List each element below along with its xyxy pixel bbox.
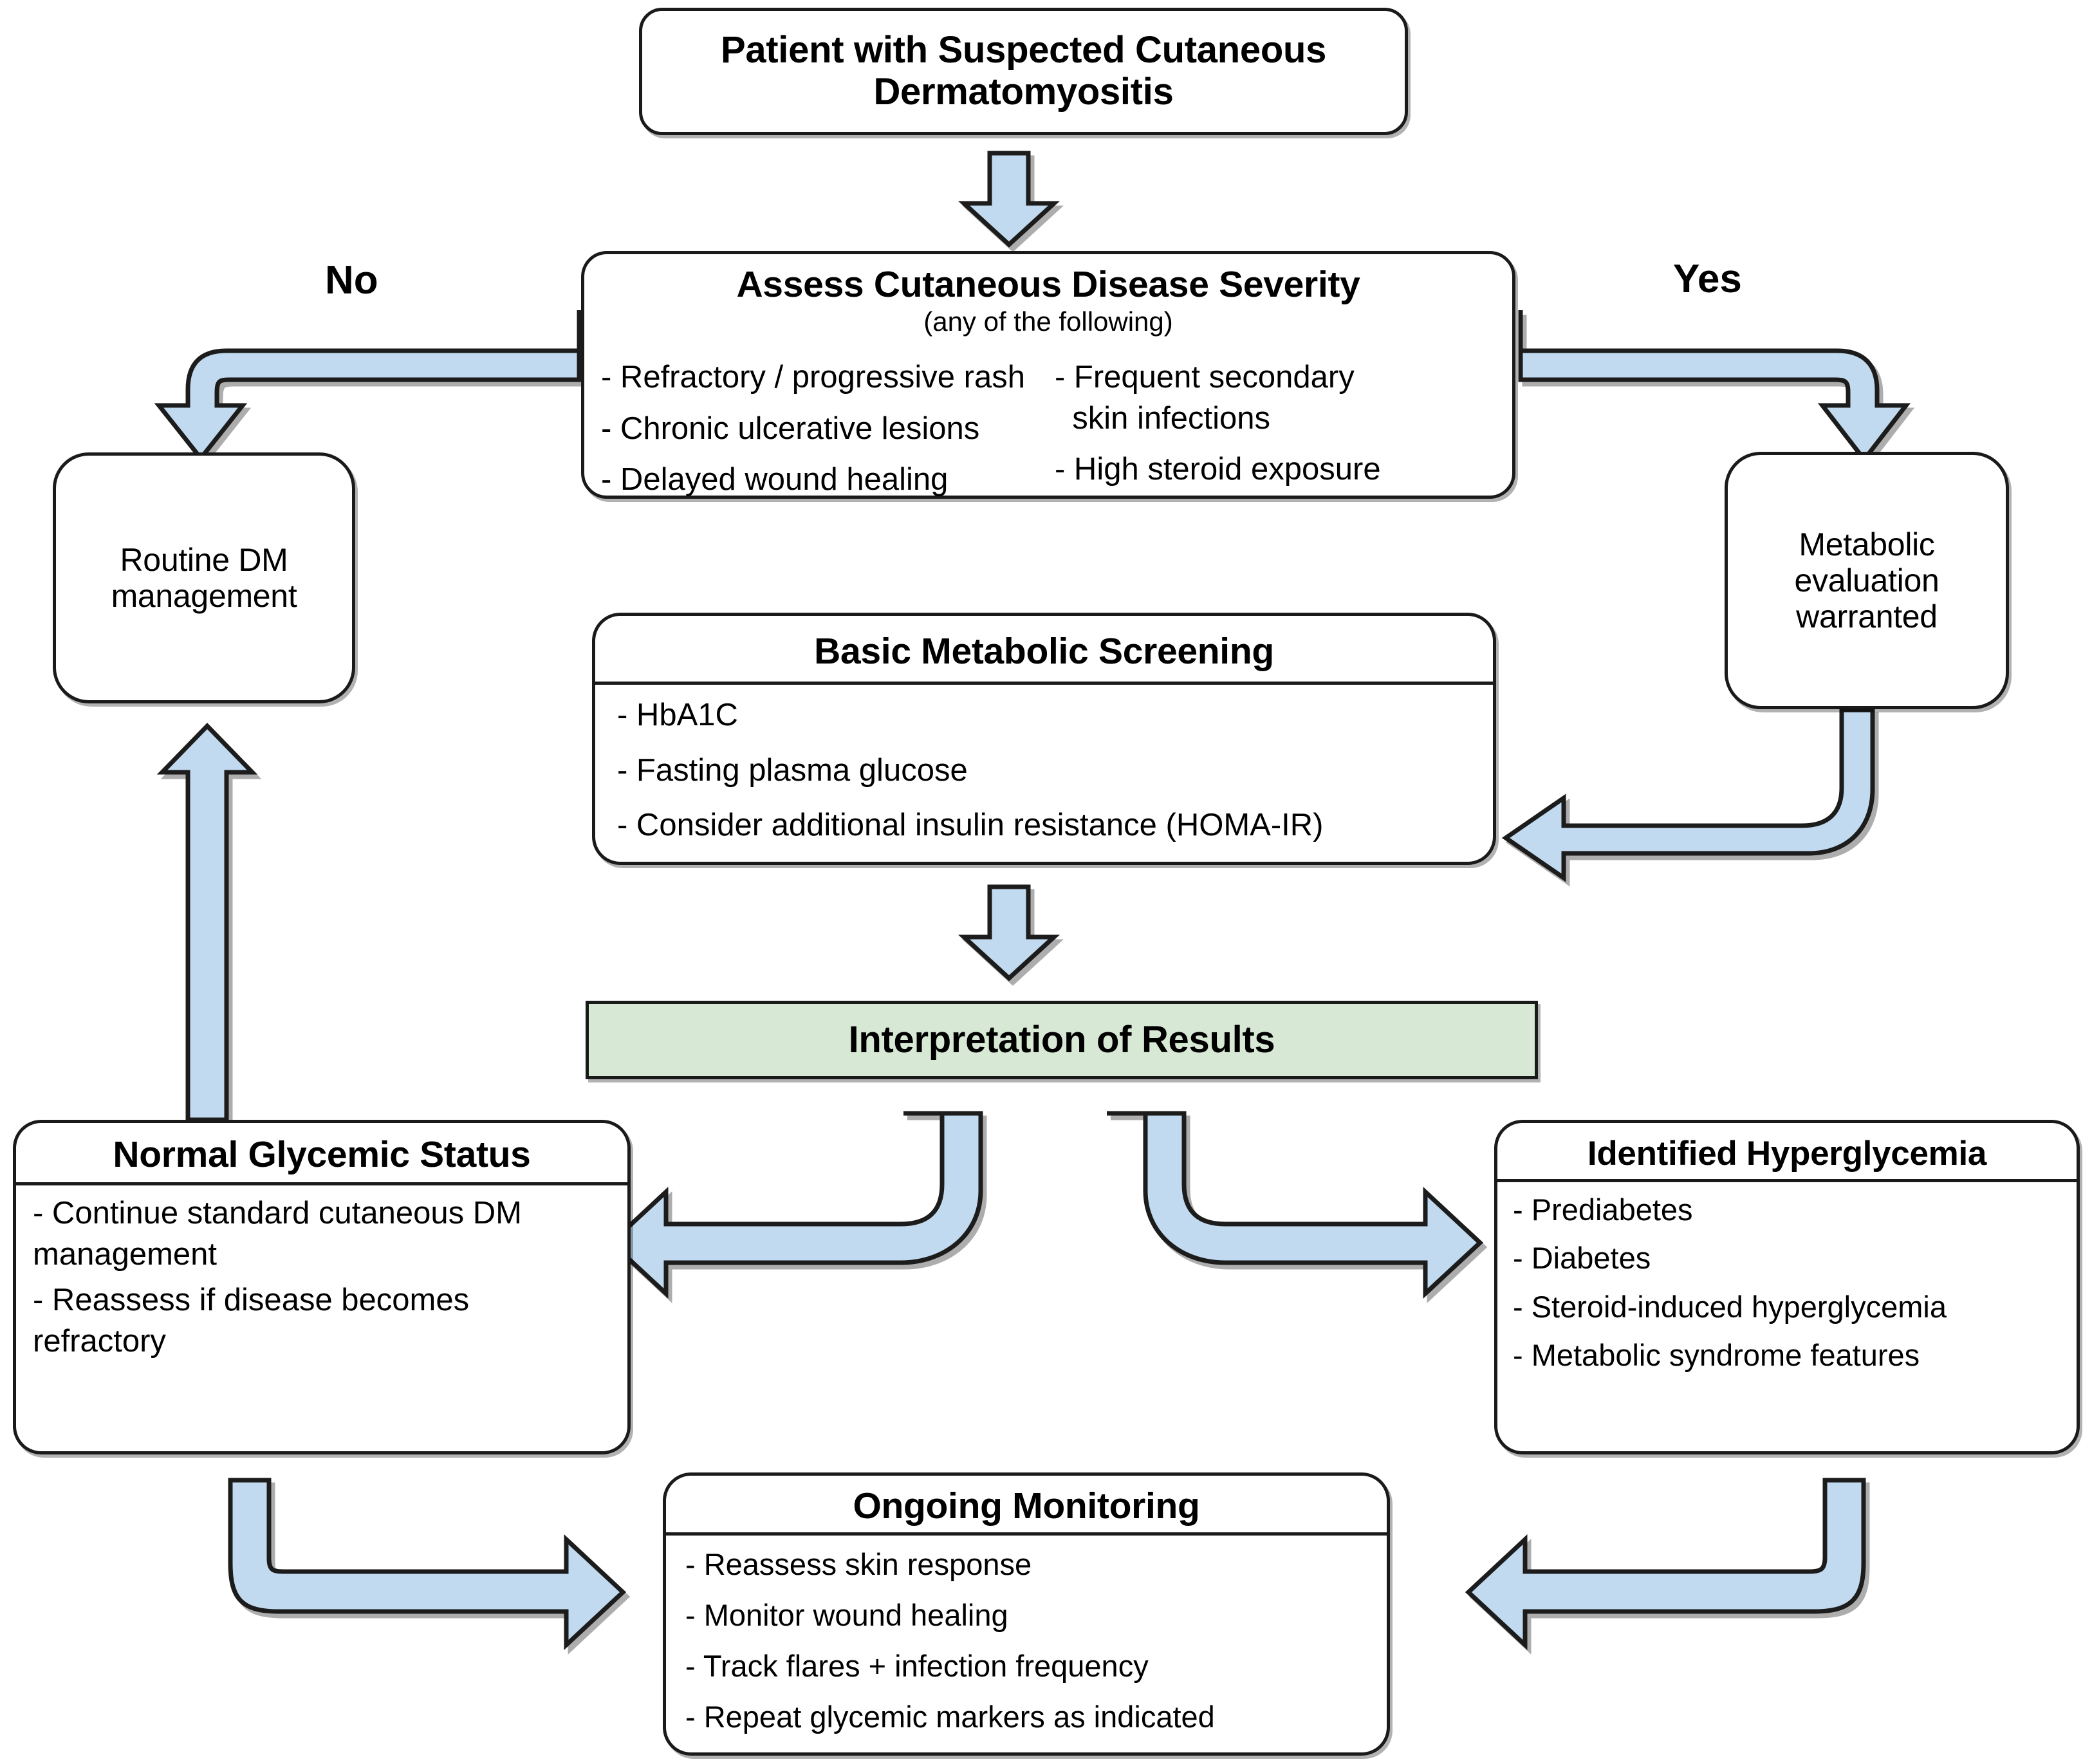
arrow-screening-to-interpretation	[958, 884, 1060, 981]
list-item: - HbA1C	[617, 697, 738, 732]
node-basic-metabolic-screening: Basic Metabolic Screening - HbA1C - Fast…	[592, 613, 1496, 865]
node-assess-header: Assess Cutaneous Disease Severity (any o…	[584, 254, 1512, 342]
node-ongoing-monitoring: Ongoing Monitoring - Reassess skin respo…	[663, 1472, 1390, 1756]
list-item: - Continue standard cutaneous DM managem…	[33, 1195, 531, 1272]
screening-list: - HbA1C - Fasting plasma glucose - Consi…	[617, 695, 1471, 846]
list-item: - Metabolic syndrome features	[1513, 1337, 1920, 1372]
list-item: - Chronic ulcerative lesions	[601, 411, 980, 446]
node-normal-glycemic-status: Normal Glycemic Status - Continue standa…	[13, 1120, 631, 1454]
node-ongoing-header: Ongoing Monitoring	[666, 1476, 1387, 1532]
list-item: - Delayed wound healing	[601, 462, 949, 497]
assess-left-column: - Refractory / progressive rash - Chroni…	[601, 357, 1048, 511]
node-screening-header: Basic Metabolic Screening	[595, 616, 1493, 682]
node-patient-suspected-dm: Patient with Suspected Cutaneous Dermato…	[639, 8, 1408, 135]
node-routine-dm-management: Routine DM management	[53, 452, 355, 703]
node-interpretation-of-results: Interpretation of Results	[586, 1001, 1538, 1079]
node-patient-title: Patient with Suspected Cutaneous Dermato…	[720, 29, 1327, 113]
node-identified-hyperglycemia: Identified Hyperglycemia - Prediabetes -…	[1494, 1120, 2080, 1454]
arrow-interpretation-to-normal	[607, 1111, 983, 1299]
list-item: - Monitor wound healing	[685, 1597, 1008, 1632]
list-item: - Repeat glycemic markers as indicated	[685, 1700, 1215, 1734]
node-screening-body: - HbA1C - Fasting plasma glucose - Consi…	[595, 685, 1493, 862]
list-item: - Reassess skin response	[685, 1546, 1032, 1581]
node-ongoing-title: Ongoing Monitoring	[853, 1485, 1200, 1527]
node-assess-body: - Refractory / progressive rash - Chroni…	[584, 348, 1512, 511]
node-assess-severity: Assess Cutaneous Disease Severity (any o…	[581, 251, 1515, 499]
assess-right-column: - Frequent secondary skin infections - H…	[1048, 357, 1495, 511]
node-normal-title: Normal Glycemic Status	[113, 1134, 531, 1175]
list-item: - Consider additional insulin resistance…	[617, 808, 1324, 843]
arrow-interpretation-to-hyperglycemia	[1107, 1111, 1484, 1299]
list-item: - Fasting plasma glucose	[617, 752, 968, 788]
list-item: - Steroid-induced hyperglycemia	[1513, 1289, 1947, 1324]
arrow-normal-to-ongoing	[228, 1478, 627, 1651]
node-metabolic-title: Metabolic evaluation warranted	[1794, 526, 1939, 635]
node-ongoing-body: - Reassess skin response - Monitor wound…	[666, 1536, 1387, 1752]
node-hyper-header: Identified Hyperglycemia	[1497, 1123, 2077, 1179]
node-hyper-body: - Prediabetes - Diabetes - Steroid-induc…	[1497, 1182, 2077, 1451]
normal-list: - Continue standard cutaneous DM managem…	[33, 1193, 611, 1362]
list-item: - Refractory / progressive rash	[601, 360, 1025, 395]
node-normal-header: Normal Glycemic Status	[16, 1123, 627, 1182]
ongoing-list: - Reassess skin response - Monitor wound…	[685, 1545, 1367, 1736]
node-screening-title: Basic Metabolic Screening	[814, 631, 1274, 672]
list-item: - Reassess if disease becomes refractory	[33, 1283, 478, 1359]
arrow-assess-to-routine-no	[154, 310, 582, 462]
divider	[1497, 1179, 2077, 1183]
node-normal-body: - Continue standard cutaneous DM managem…	[16, 1185, 627, 1451]
arrow-assess-to-metabolic-yes	[1518, 310, 1911, 463]
list-item: - Diabetes	[1513, 1241, 1651, 1276]
list-item: - Frequent secondary skin infections	[1055, 360, 1355, 436]
edge-label-no: No	[325, 258, 378, 302]
node-assess-title: Assess Cutaneous Disease Severity	[736, 264, 1360, 305]
node-metabolic-evaluation-warranted: Metabolic evaluation warranted	[1725, 452, 2009, 709]
node-assess-subtitle: (any of the following)	[923, 306, 1173, 337]
divider	[666, 1532, 1387, 1536]
arrow-metabolic-to-screening	[1501, 707, 1875, 882]
node-routine-title: Routine DM management	[111, 542, 297, 614]
divider	[595, 681, 1493, 685]
list-item: - High steroid exposure	[1055, 452, 1381, 487]
hyper-list: - Prediabetes - Diabetes - Steroid-induc…	[1513, 1190, 2061, 1374]
list-item: - Track flares + infection frequency	[685, 1649, 1149, 1684]
arrow-normal-to-routine	[156, 722, 258, 1122]
node-interpretation-title: Interpretation of Results	[848, 1018, 1275, 1061]
arrow-patient-to-assess	[958, 151, 1060, 248]
arrow-hyperglycemia-to-ongoing	[1465, 1478, 1866, 1651]
node-hyper-title: Identified Hyperglycemia	[1587, 1135, 1987, 1173]
list-item: - Prediabetes	[1513, 1193, 1693, 1227]
edge-label-yes: Yes	[1673, 257, 1742, 301]
divider	[16, 1182, 627, 1185]
